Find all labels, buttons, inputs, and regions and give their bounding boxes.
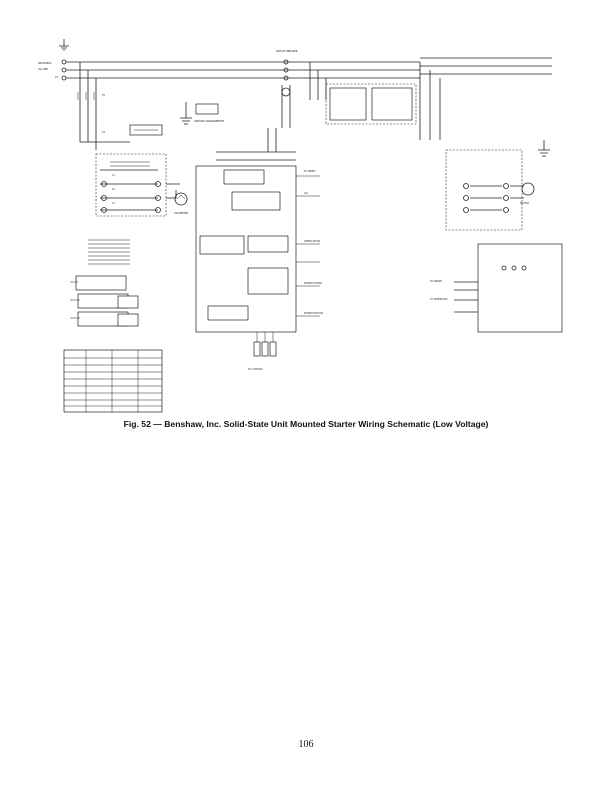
left-terminal-block: L1 L2 L3 VOLTMETER [95, 153, 188, 217]
page-number: 106 [298, 739, 314, 750]
svg-text:VOLTMETER: VOLTMETER [174, 212, 188, 215]
svg-text:TO CHASSIS: TO CHASSIS [248, 368, 263, 371]
svg-text:VENTILATION: VENTILATION [304, 240, 320, 243]
svg-text:TO INTERLOCK: TO INTERLOCK [430, 298, 448, 301]
svg-text:FU: FU [102, 94, 105, 97]
svg-text:INCOMING: INCOMING [38, 61, 52, 65]
svg-text:L2: L2 [112, 188, 115, 191]
svg-text:TO SPARE: TO SPARE [430, 280, 442, 283]
scr-power-section [309, 57, 552, 157]
incoming-lines: INCOMING 3φ LINE L3 FU [38, 39, 298, 142]
svg-text:L3: L3 [55, 75, 58, 79]
wiring-legend [88, 239, 130, 265]
svg-text:L1: L1 [112, 174, 115, 177]
svg-text:GROUND ARRANGEMENT: GROUND ARRANGEMENT [194, 120, 225, 123]
svg-text:CT: CT [102, 131, 106, 134]
svg-text:L3: L3 [112, 202, 115, 205]
right-terminal-block: MOTOR [445, 149, 535, 231]
svg-text:POWER SUPPLY: POWER SUPPLY [304, 282, 323, 285]
ground-symbol-center [180, 102, 192, 125]
ground-block: GROUND ARRANGEMENT [194, 103, 225, 123]
circuit-breaker: CIRCUIT BREAKER [276, 50, 420, 128]
svg-text:MOTOR: MOTOR [520, 202, 529, 205]
svg-text:OIL: OIL [304, 192, 309, 195]
figure-caption: Fig. 52 — Benshaw, Inc. Solid-State Unit… [123, 419, 489, 429]
svg-text:TO INDEX: TO INDEX [304, 170, 316, 173]
remote-control-panel: TO SPARE TO INTERLOCK [430, 243, 563, 333]
svg-text:3φ LINE: 3φ LINE [38, 67, 48, 71]
center-fuses: TO CHASSIS [248, 332, 277, 371]
svg-text:POWER FACTOR: POWER FACTOR [304, 312, 323, 315]
svg-text:CIRCUIT BREAKER: CIRCUIT BREAKER [276, 50, 298, 53]
ratings-table [63, 349, 163, 413]
scr-module-drawing [70, 275, 139, 327]
center-control-panel: TO INDEX OIL VENTILATION POWER SUPPLY PO… [195, 128, 323, 333]
control-transformer: CT [80, 124, 163, 150]
